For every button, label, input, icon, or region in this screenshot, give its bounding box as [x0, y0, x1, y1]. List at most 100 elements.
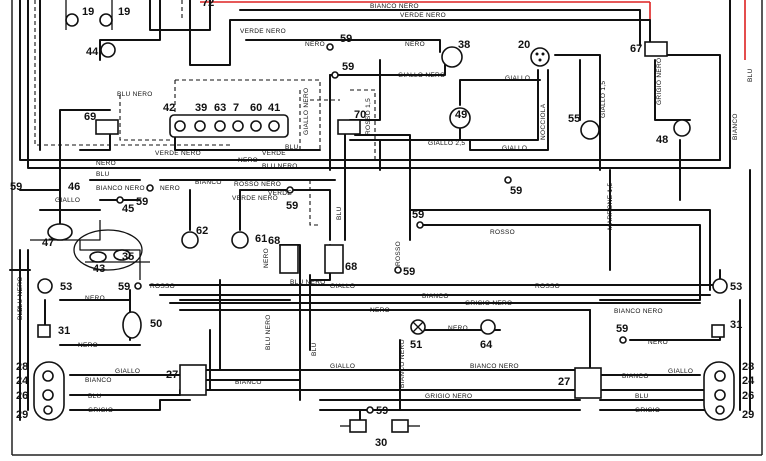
num-59k: 59: [376, 405, 388, 417]
label-blu-nero: BLU NERO: [117, 91, 153, 98]
num-27a: 27: [166, 369, 178, 381]
num-28a: 28: [16, 361, 28, 373]
num-31b: 31: [730, 319, 742, 331]
num-24b: 24: [742, 375, 755, 387]
label-grigio: GRIGIO: [635, 407, 660, 414]
label-nocciola: NOCCIOLA: [540, 103, 547, 140]
label-verde-nero: VERDE NERO: [232, 195, 278, 202]
num-42: 42: [163, 102, 175, 114]
num-64: 64: [480, 339, 493, 351]
label-bianco: BIANCO: [422, 293, 449, 300]
num-46: 46: [68, 181, 80, 193]
label-nero: NERO: [85, 295, 105, 302]
label-rosso: ROSSO: [150, 283, 175, 290]
num-53b: 53: [730, 281, 742, 293]
connector-68-right: [324, 244, 344, 274]
label-nero: NERO: [305, 41, 325, 48]
label-grigio-nero: GRIGIO NERO: [425, 393, 472, 400]
label-bianco-nero: BIANCO NERO: [370, 3, 419, 10]
num-62: 62: [196, 225, 208, 237]
component-20: [530, 47, 550, 67]
component-19-left: [65, 0, 113, 30]
component-50: [122, 311, 142, 339]
label-rosso: ROSSO: [535, 283, 560, 290]
num-60: 60: [250, 102, 262, 114]
label-bianco-nero: BIANCO NERO: [614, 308, 663, 315]
label-grigio: GRIGIO: [88, 407, 113, 414]
label-bianco-nero: BIANCO NERO: [470, 363, 519, 370]
label-blu: BLU: [336, 206, 343, 220]
label-bianco: BIANCO: [235, 379, 262, 386]
label-nero: NERO: [405, 41, 425, 48]
label-blu: BLU: [311, 342, 318, 356]
num-31a: 31: [58, 325, 70, 337]
thin-wires: [30, 220, 141, 280]
component-38: [441, 46, 463, 68]
label-verde-nero: VERDE NERO: [400, 12, 446, 19]
component-31-right: [711, 324, 725, 338]
label-marrone-1-5: MARRONE 1,5: [607, 183, 614, 230]
num-53a: 53: [60, 281, 72, 293]
num-44: 44: [86, 46, 99, 58]
label-rosso: ROSSO: [395, 241, 402, 266]
wire-labels: BIANCO NERO VERDE NERO VERDE NERO NERO N…: [55, 3, 693, 414]
num-59b: 59: [342, 61, 354, 73]
num-67: 67: [630, 43, 642, 55]
num-19a: 19: [82, 6, 94, 18]
num-59c: 59: [10, 181, 22, 193]
connector-70: [337, 119, 361, 135]
num-43: 43: [93, 263, 105, 275]
num-38: 38: [458, 39, 470, 51]
num-72: 72: [202, 0, 214, 9]
label-giallo: GIALLO: [330, 283, 355, 290]
label-blu: BLU: [285, 144, 299, 151]
num-68b: 68: [345, 261, 357, 273]
red-wires: [200, 0, 746, 60]
lamp-cluster-right: [703, 361, 735, 421]
label-nero: NERO: [448, 325, 468, 332]
num-19b: 19: [118, 6, 130, 18]
instrument-panel: [169, 114, 289, 138]
label-blu: BLU: [747, 68, 754, 82]
frame: [11, 0, 763, 456]
label-verde: VERDE: [268, 190, 292, 197]
component-31-left: [37, 324, 51, 338]
num-59j: 59: [616, 323, 628, 335]
label-blu: BLU: [17, 306, 24, 320]
label-giallo-2-5: GIALLO 2,5: [428, 140, 465, 147]
label-blu-nero: BLU NERO: [265, 314, 272, 350]
component-62: [181, 231, 199, 249]
component-55: [580, 120, 600, 140]
component-51: [410, 319, 426, 335]
dashed-wires: [34, 0, 376, 226]
component-30: [340, 419, 420, 433]
num-59h: 59: [403, 266, 415, 278]
num-45: 45: [122, 203, 134, 215]
label-giallo-1-5: GIALLO 1,5: [600, 81, 607, 118]
num-51: 51: [410, 339, 422, 351]
num-68a: 68: [268, 235, 280, 247]
num-27b: 27: [558, 376, 570, 388]
label-nero: NERO: [263, 248, 270, 268]
connector-27-right: [574, 367, 602, 399]
label-blu: BLU: [96, 171, 110, 178]
num-47: 47: [42, 237, 54, 249]
connector-27-left: [179, 364, 207, 396]
label-nero: NERO: [238, 157, 258, 164]
label-nero: NERO: [96, 160, 116, 167]
label-bianco: BIANCO: [195, 179, 222, 186]
num-7: 7: [233, 102, 239, 114]
label-bianco: BIANCO: [85, 377, 112, 384]
num-28b: 28: [742, 361, 754, 373]
label-bianco: BIANCO: [622, 373, 649, 380]
label-giallo-nero: GIALLO NERO: [398, 72, 445, 79]
num-59i: 59: [118, 281, 130, 293]
component-53-left: [37, 278, 53, 294]
num-59e: 59: [136, 196, 148, 208]
label-blu: BLU: [635, 393, 649, 400]
junction-points: [116, 43, 627, 414]
label-nero: NERO: [648, 339, 668, 346]
label-nero: NERO: [370, 307, 390, 314]
label-giallo: GIALLO: [668, 368, 693, 375]
